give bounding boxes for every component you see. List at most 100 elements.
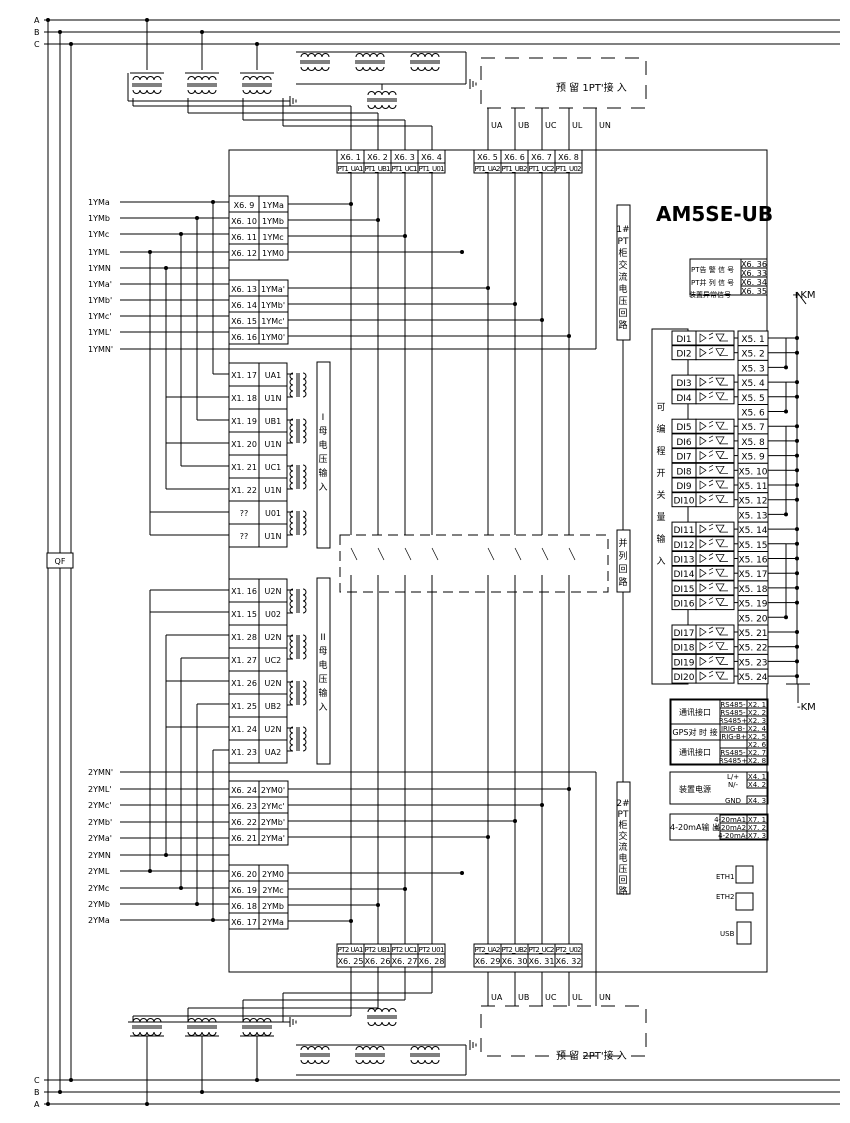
cab2-label: 压 xyxy=(618,864,627,875)
terminal-sig: U2N xyxy=(265,633,282,642)
power-term-box xyxy=(746,795,768,805)
transformer-primary-coil xyxy=(242,1018,272,1023)
ym2-label: 2YMN' xyxy=(88,768,113,777)
di-label: DI14 xyxy=(673,570,694,580)
terminal-id: X1. 27 xyxy=(231,656,257,665)
terminal-id: X1. 26 xyxy=(231,679,257,688)
transformer-secondary-coil xyxy=(132,1031,162,1036)
terminal-id: X6. 8 xyxy=(558,153,579,162)
terminal-bottom-id xyxy=(554,953,583,968)
bus2-label: II xyxy=(320,633,325,643)
di-label: DI3 xyxy=(676,379,691,389)
bus1-label: I xyxy=(322,413,325,423)
junction-dot xyxy=(164,266,168,270)
power-term: X4. 1 xyxy=(748,773,766,781)
junction-dot xyxy=(145,1102,149,1106)
transformer-coil xyxy=(302,680,307,706)
bus2-label: 压 xyxy=(318,674,327,685)
ym2-label: 2YML' xyxy=(88,785,112,794)
switch-contact xyxy=(431,547,439,561)
terminal-sig: U2N xyxy=(265,587,282,596)
x5-label: X5. 22 xyxy=(738,644,767,654)
terminal-id: X6. 5 xyxy=(477,153,498,162)
comm-term: X2. 7 xyxy=(748,749,766,757)
phototransistor xyxy=(715,539,728,548)
junction-dot xyxy=(255,1078,259,1082)
bus-label: A xyxy=(34,1100,40,1109)
ext-bottom-label: UN xyxy=(599,993,611,1002)
bus1-label-bar xyxy=(316,361,331,549)
terminal-sig: UC1 xyxy=(265,463,282,472)
terminal-sig: UB2 xyxy=(265,702,281,711)
phototransistor xyxy=(715,495,728,504)
di-label: DI1 xyxy=(676,335,691,345)
bus1-label: 母 xyxy=(318,426,327,437)
switch-contact xyxy=(514,547,522,561)
terminal-sig: PT2 UB1 xyxy=(365,946,391,954)
terminal-sig: PT2 UC1 xyxy=(392,946,418,954)
transformer-primary-coil xyxy=(187,1018,217,1023)
terminal-id: X6. 27 xyxy=(392,957,418,966)
terminal-id: X6. 19 xyxy=(231,886,257,895)
di-label: DI16 xyxy=(673,600,694,610)
transformer-coil xyxy=(302,634,307,660)
transformer-secondary-coil xyxy=(187,89,217,94)
optocoupler xyxy=(695,536,735,552)
bus1-label: 电 xyxy=(318,439,327,451)
light-arrow xyxy=(708,332,714,340)
transformer-coil xyxy=(302,726,307,752)
switch-contact xyxy=(377,547,385,561)
di-label: DI13 xyxy=(673,556,694,566)
optocoupler xyxy=(695,551,735,566)
transformer-secondary-coil xyxy=(132,89,162,94)
terminal-sig: UA1 xyxy=(265,371,281,380)
transformer-coil xyxy=(289,588,294,614)
x5-label: X5. 17 xyxy=(738,570,767,580)
cab2-label: 路 xyxy=(618,885,627,897)
cab2-label: 柜 xyxy=(618,819,627,831)
x5-label: X5. 13 xyxy=(738,511,767,521)
transformer-coil xyxy=(289,418,294,444)
bus2-label: 输 xyxy=(318,687,327,699)
ext-top-label: UC xyxy=(545,121,557,130)
junction-dot xyxy=(540,803,544,807)
switch-contact xyxy=(487,547,495,561)
terminal-sig: UB1 xyxy=(265,417,281,426)
transformer-secondary-coil xyxy=(410,1059,440,1064)
x5-label: X5. 20 xyxy=(738,614,767,624)
phototransistor xyxy=(715,671,728,680)
terminal-id: X1. 25 xyxy=(231,702,257,711)
terminal-sig: 2YMb xyxy=(262,902,284,911)
optocoupler xyxy=(695,477,735,493)
comm-name-box xyxy=(670,699,721,725)
terminal-id: X6. 36 xyxy=(741,260,767,269)
ym1-label: 1YMb xyxy=(88,214,110,223)
transformer-coil xyxy=(289,464,294,490)
ym2-label: 2YMa' xyxy=(88,834,112,843)
junction-dot xyxy=(58,30,62,34)
junction-dot xyxy=(540,318,544,322)
switch-contact xyxy=(350,547,358,561)
switch-contact xyxy=(568,547,576,561)
led-symbol xyxy=(699,568,707,578)
x5-label: X5. 18 xyxy=(738,585,767,595)
comm-frame xyxy=(669,698,769,766)
cab2-label: 回 xyxy=(618,875,627,886)
transformer-secondary-coil xyxy=(242,89,272,94)
usb-port xyxy=(736,921,752,945)
transformer-primary-coil xyxy=(300,53,330,58)
ym1-label: 1YMc' xyxy=(88,312,111,321)
cab1-label: 压 xyxy=(618,296,627,307)
x5-label: X5. 8 xyxy=(741,438,765,448)
led-symbol xyxy=(699,333,707,343)
phototransistor xyxy=(715,480,728,489)
optocoupler xyxy=(695,433,735,449)
terminal-sig: U2N xyxy=(265,679,282,688)
transformer-primary-coil xyxy=(132,1018,162,1023)
comm-term: X2. 3 xyxy=(748,717,766,725)
x5-label: X5. 10 xyxy=(738,467,767,477)
led-symbol xyxy=(699,480,707,490)
junction-dot xyxy=(58,1090,62,1094)
x5-label: X5. 9 xyxy=(741,453,765,463)
terminal-id: X6. 34 xyxy=(741,278,767,287)
